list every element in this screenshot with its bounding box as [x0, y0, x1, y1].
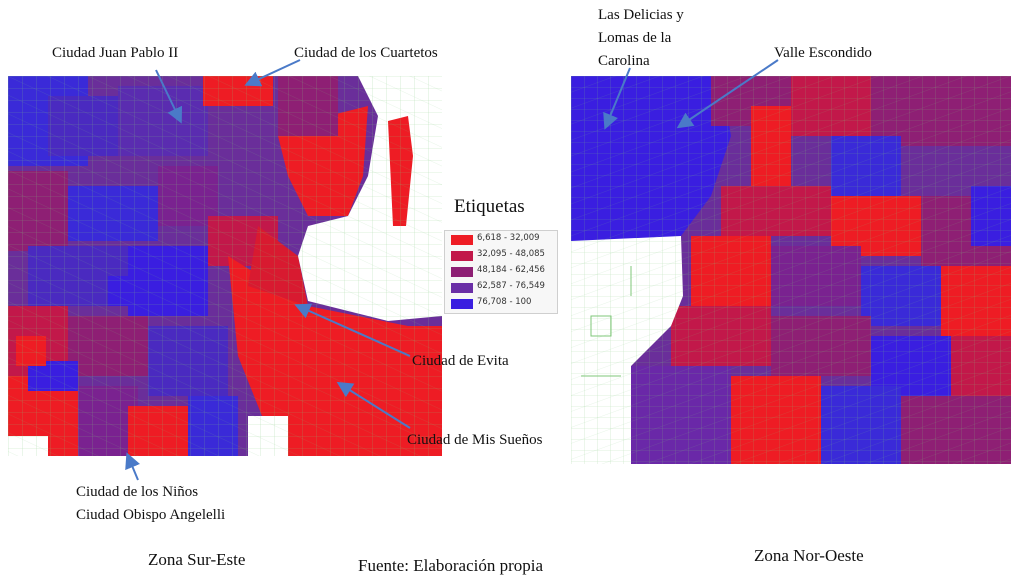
label-mis-suenos: Ciudad de Mis Sueños — [407, 432, 543, 448]
label-angelelli: Ciudad Obispo Angelelli — [76, 507, 226, 523]
legend-item: 62,587 - 76,549 — [451, 281, 555, 294]
legend-swatch — [451, 299, 473, 309]
label-delicias-line3: Carolina — [598, 53, 650, 69]
label-valle-escondido: Valle Escondido — [774, 45, 872, 61]
map-legend: Etiquetas 6,618 - 32,009 32,095 - 48,085… — [440, 196, 570, 326]
legend-label: 6,618 - 32,009 — [477, 233, 540, 243]
label-delicias-line2: Lomas de la — [598, 30, 672, 46]
arrow-ninos — [125, 452, 140, 481]
legend-label: 76,708 - 100 — [477, 297, 532, 307]
caption-zona-sur-este: Zona Sur-Este — [148, 550, 246, 569]
legend-item: 32,095 - 48,085 — [451, 249, 555, 262]
legend-item: 6,618 - 32,009 — [451, 233, 555, 246]
map-zona-sur-este — [8, 76, 442, 456]
legend-label: 62,587 - 76,549 — [477, 281, 545, 291]
legend-item: 48,184 - 62,456 — [451, 265, 555, 278]
label-juan-pablo: Ciudad Juan Pablo II — [52, 45, 179, 61]
label-ninos: Ciudad de los Niños — [76, 484, 199, 500]
legend-label: 32,095 - 48,085 — [477, 249, 545, 259]
label-evita: Ciudad de Evita — [412, 353, 509, 369]
legend-swatch — [451, 267, 473, 277]
legend-swatch — [451, 251, 473, 261]
legend-item: 76,708 - 100 — [451, 297, 555, 310]
caption-fuente: Fuente: Elaboración propia — [358, 556, 544, 575]
legend-title: Etiquetas — [454, 196, 525, 217]
legend-box: 6,618 - 32,009 32,095 - 48,085 48,184 - … — [444, 230, 558, 314]
caption-zona-nor-oeste: Zona Nor-Oeste — [754, 546, 864, 565]
map-zona-nor-oeste — [571, 76, 1011, 464]
legend-label: 48,184 - 62,456 — [477, 265, 545, 275]
label-delicias-line1: Las Delicias y — [598, 7, 684, 23]
legend-swatch — [451, 283, 473, 293]
legend-swatch — [451, 235, 473, 245]
label-cuartetos: Ciudad de los Cuartetos — [294, 45, 438, 61]
